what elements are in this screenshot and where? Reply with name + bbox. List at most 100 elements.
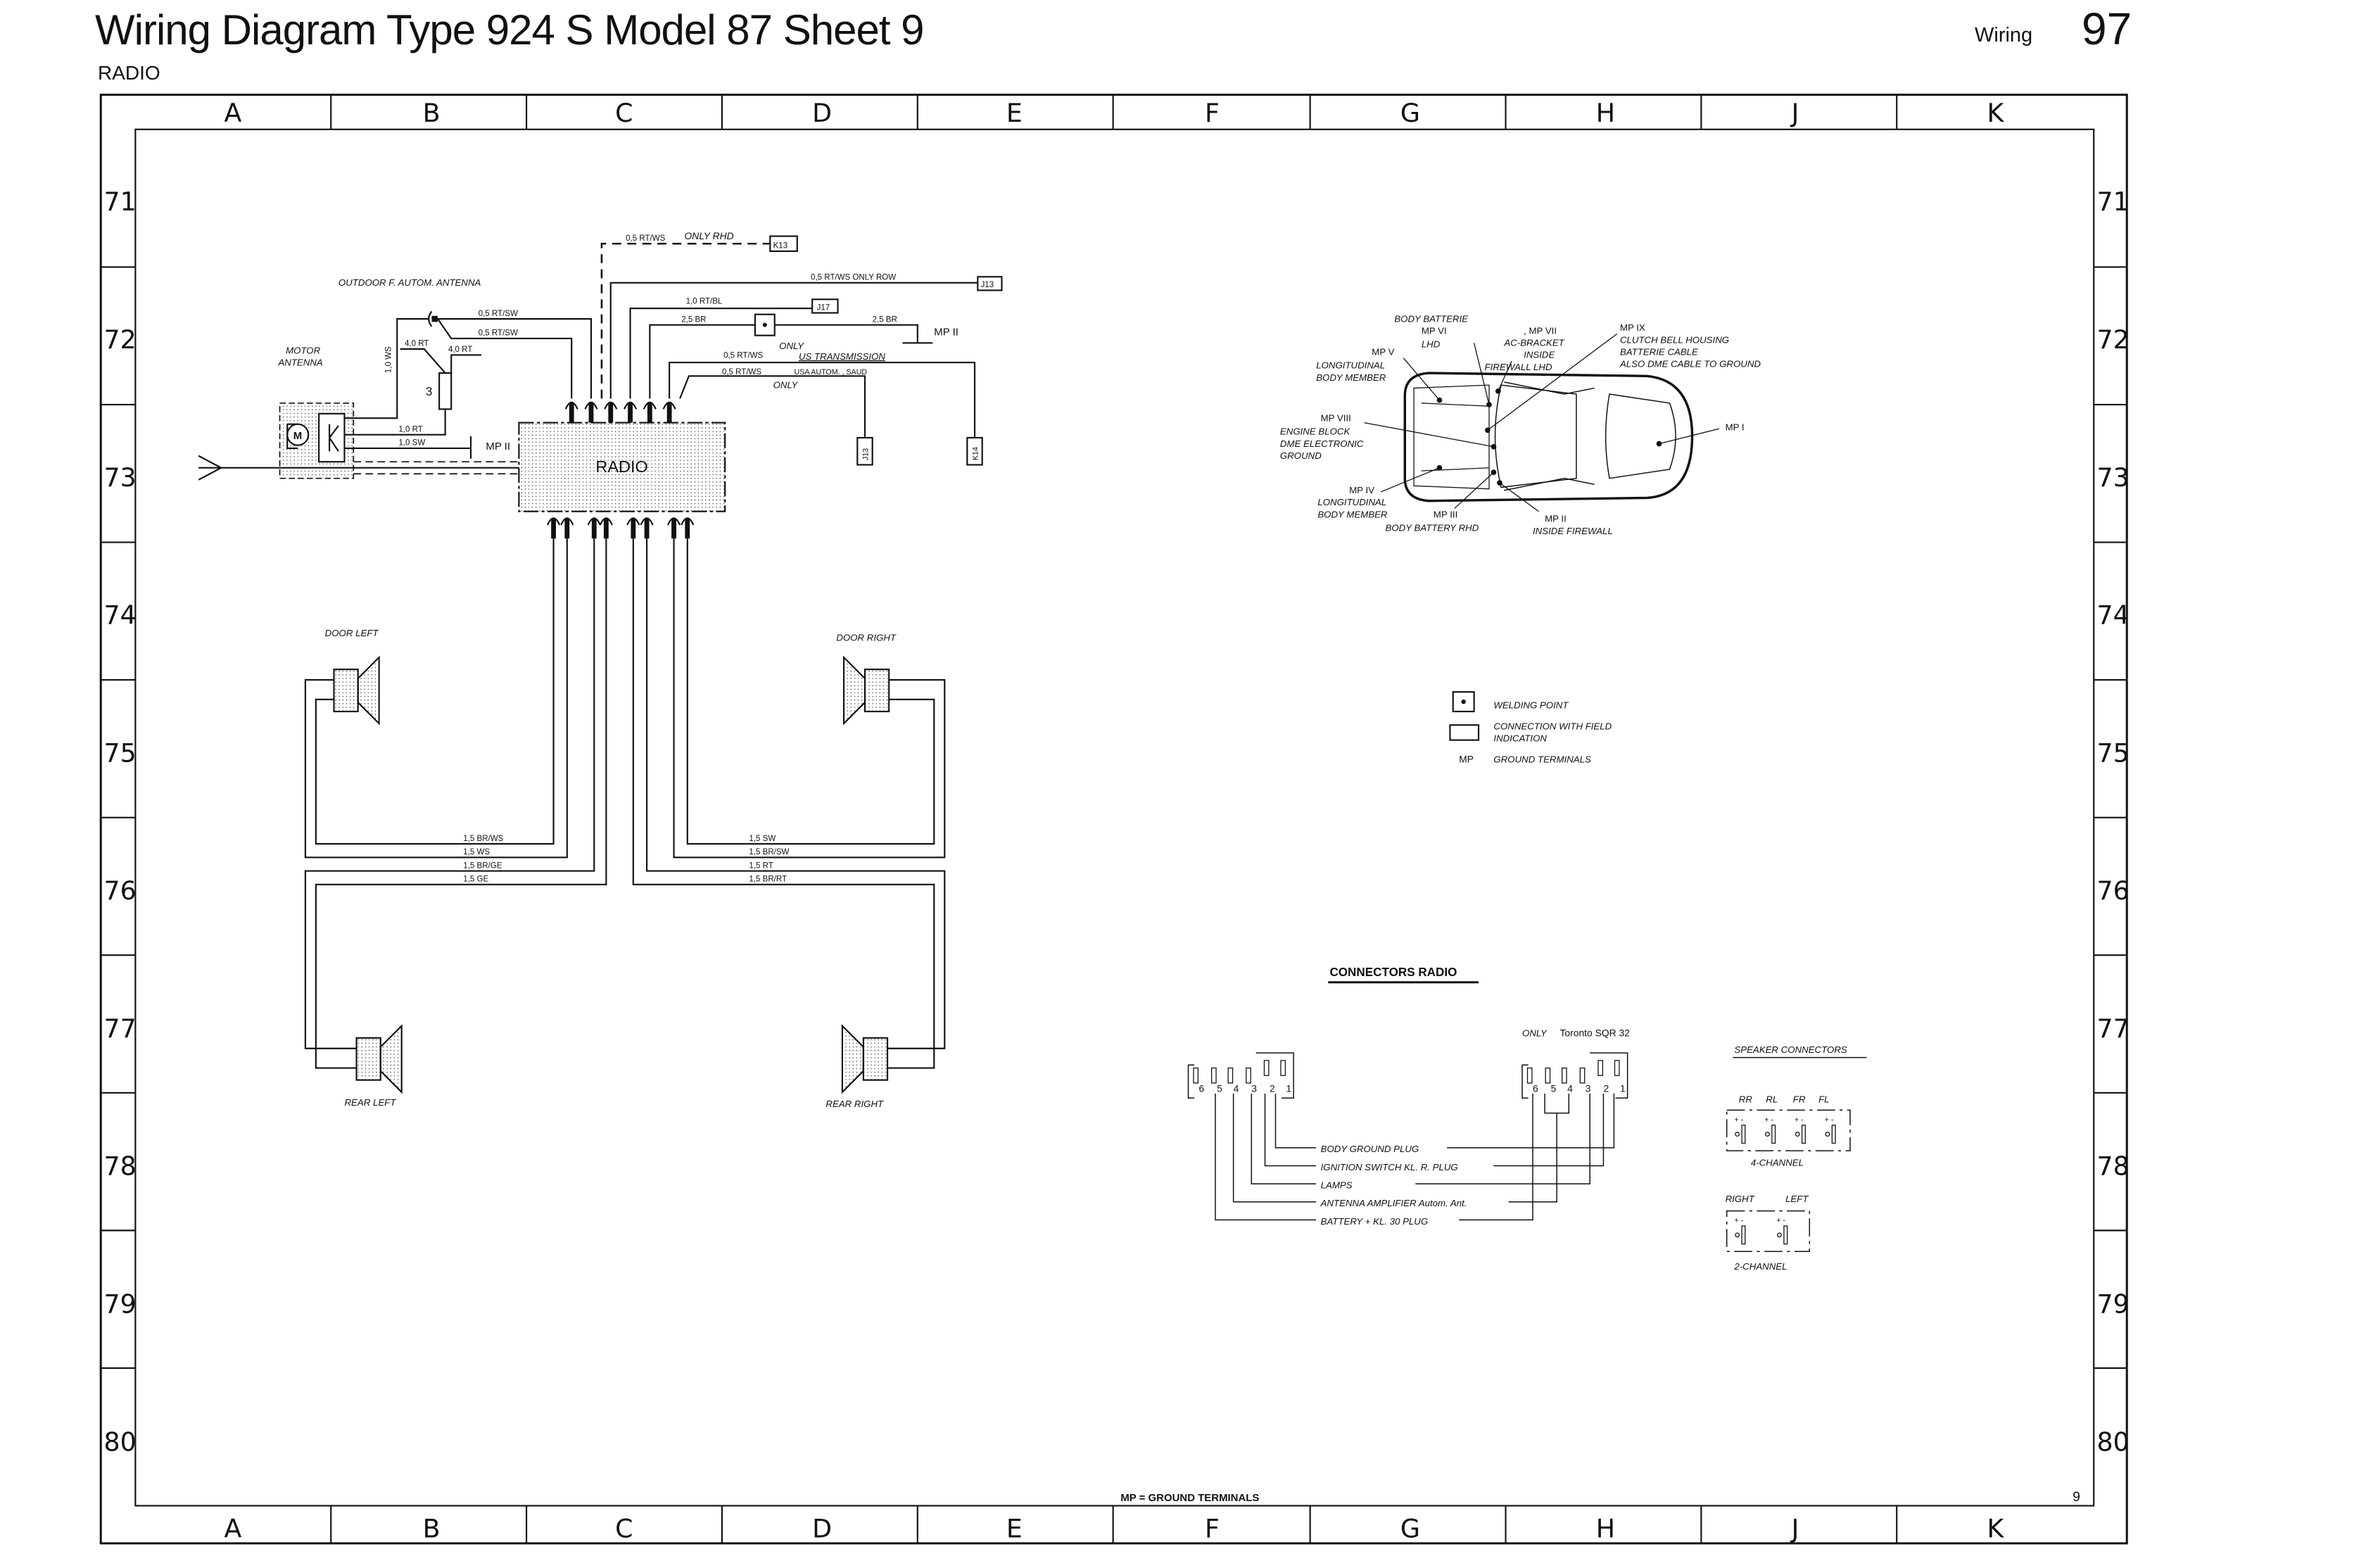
radio-pin-icon xyxy=(662,401,676,410)
gp-label: MP IX xyxy=(1620,322,1645,333)
grid-row-label: 77 xyxy=(2097,1013,2130,1044)
radio-pin-icon xyxy=(588,403,594,423)
terminal-icon xyxy=(1825,1132,1830,1137)
category-label: Wiring xyxy=(1975,24,2033,46)
connector-pin-icon xyxy=(1211,1067,1217,1084)
section-label: RADIO xyxy=(98,62,160,84)
grid-column-label: F xyxy=(1205,1513,1220,1543)
gp-label: BODY MEMBER xyxy=(1317,509,1388,519)
connector-pin-icon xyxy=(1526,1067,1533,1084)
polarity-mark: + - xyxy=(1734,1217,1743,1225)
connector-function: IGNITION SWITCH KL. R. PLUG xyxy=(1321,1162,1458,1172)
svg-text:M: M xyxy=(293,430,302,442)
grid-column-label: E xyxy=(1006,1513,1023,1543)
gp-label: MP I xyxy=(1726,422,1745,432)
grid-column-label: J xyxy=(1790,1513,1799,1543)
radio-pin-icon xyxy=(603,519,609,539)
speaker-icon-door-right xyxy=(843,655,890,726)
wire-note: ONLY xyxy=(773,379,799,390)
sheet-number: 9 xyxy=(2073,1490,2080,1505)
wire-label: 0,5 RT/SW xyxy=(479,310,518,318)
channel-label: FL xyxy=(1818,1094,1829,1105)
radio-pin-icon xyxy=(604,401,618,410)
grid-row-label: 76 xyxy=(2097,875,2130,906)
grid-column-label: B xyxy=(423,98,441,128)
speaker-label: REAR LEFT xyxy=(344,1097,396,1108)
connector-pin-icon xyxy=(1579,1067,1586,1084)
grid-row-label: 80 xyxy=(2097,1427,2130,1457)
four-channel-connector: + -+ -+ -+ - xyxy=(1726,1109,1851,1151)
terminal-icon xyxy=(1741,1125,1746,1144)
radio-pin-icon xyxy=(667,517,681,526)
wire-label: 1,5 SW xyxy=(749,835,776,843)
legend-label: WELDING POINT xyxy=(1493,700,1569,711)
grid-row-label: 74 xyxy=(103,600,136,631)
radio-pin-icon xyxy=(681,517,695,526)
terminal-icon xyxy=(1764,1132,1770,1137)
gp-label: BATTERIE CABLE xyxy=(1620,346,1698,357)
gp-label: DME ELECTRONIC xyxy=(1280,438,1364,449)
channel-label: LEFT xyxy=(1785,1194,1809,1204)
speaker-label: DOOR RIGHT xyxy=(836,633,897,643)
speaker-label: DOOR LEFT xyxy=(325,628,379,638)
connector-housing xyxy=(1521,1052,1628,1099)
terminal-icon xyxy=(1795,1132,1800,1137)
gp-label: LONGITUDINAL xyxy=(1317,497,1386,507)
legend-label: INDICATION xyxy=(1493,733,1547,744)
wire-label: 4,0 RT xyxy=(405,340,429,348)
channel-label: RR xyxy=(1739,1094,1753,1105)
grid-row-label: 78 xyxy=(2097,1151,2130,1182)
gp-label: BODY MEMBER xyxy=(1316,372,1386,383)
radio-pin-icon xyxy=(587,517,601,526)
connector-pin-icon xyxy=(1193,1067,1199,1084)
radio-pin-icon xyxy=(584,401,598,410)
speaker-label: REAR RIGHT xyxy=(825,1099,884,1109)
gp-label: ALSO DME CABLE TO GROUND xyxy=(1619,359,1761,369)
grid-column-label: G xyxy=(1400,98,1420,128)
connector-function: BATTERY + KL. 30 PLUG xyxy=(1321,1216,1429,1227)
radio-pin-icon xyxy=(551,519,556,539)
ground-points-diagram: BODY BATTERIE MP VI LHD , MP VII AC-BRAC… xyxy=(1280,313,1761,536)
radio-top-wiring: K13 0,5 RT/WS ONLY RHD J13 0,5 RT/WS ONL… xyxy=(600,230,1003,466)
wire-note: US TRANSMISSION xyxy=(799,351,885,362)
toronto-only: ONLY xyxy=(1522,1028,1548,1039)
box-label: J13 xyxy=(861,448,870,460)
grid-row-label: 73 xyxy=(103,462,136,493)
grid-row-label: 71 xyxy=(103,186,136,217)
footer-note: MP = GROUND TERMINALS xyxy=(1120,1492,1259,1504)
gp-label: ENGINE BLOCK xyxy=(1280,426,1351,437)
radio-pin-icon xyxy=(643,401,657,410)
two-channel-label: 2-CHANNEL xyxy=(1733,1261,1787,1272)
radio-pin-icon xyxy=(647,403,652,423)
motor-antenna-label-2: ANTENNA xyxy=(277,357,322,367)
speaker-icon-rear-right xyxy=(841,1024,889,1094)
wire-label: 1,5 WS xyxy=(463,848,490,856)
motor-antenna-unit: M xyxy=(279,402,355,479)
connector-pin-icon xyxy=(1562,1067,1567,1084)
wire-label: 1,5 BR/SW xyxy=(749,848,789,856)
connector-pin-icon xyxy=(1227,1067,1234,1084)
wire-label: 0,5 RT/WS xyxy=(722,368,761,377)
four-channel-label: 4-CHANNEL xyxy=(1751,1157,1804,1168)
gp-label: MP V xyxy=(1372,346,1394,357)
pin-number: 1 xyxy=(1286,1083,1291,1094)
connector-function: BODY GROUND PLUG xyxy=(1321,1144,1419,1154)
wire-label: 0,5 RT/SW xyxy=(479,329,518,338)
polarity-mark: + - xyxy=(1776,1217,1785,1225)
grid-row-label: 77 xyxy=(103,1013,136,1044)
wire-note: ONLY xyxy=(779,341,804,351)
radio-pin-icon xyxy=(685,519,690,539)
grid-column-label: J xyxy=(1790,98,1799,128)
wire-note: ONLY RHD xyxy=(685,230,734,241)
pin-number: 4 xyxy=(1567,1083,1573,1094)
legend: WELDING POINT CONNECTION WITH FIELD INDI… xyxy=(1449,691,1612,765)
grid-column-label: B xyxy=(423,1513,441,1543)
grid-column-label: H xyxy=(1596,1513,1615,1543)
grid-row-label: 78 xyxy=(103,1151,136,1182)
speaker-icon-rear-left xyxy=(355,1024,403,1094)
grid-column-label: C xyxy=(615,98,633,128)
